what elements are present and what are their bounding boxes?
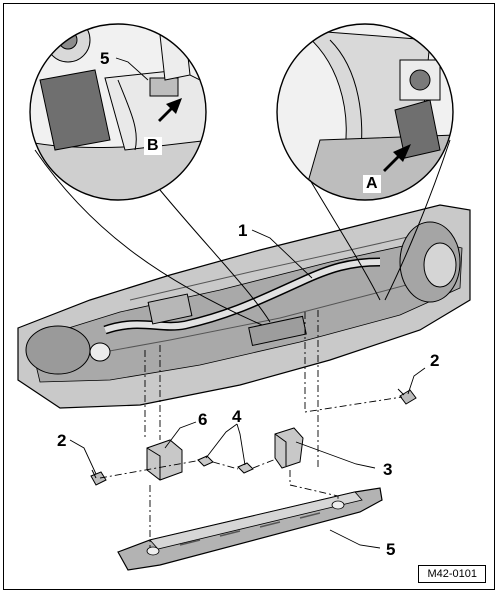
callout-6: 6 <box>198 410 208 429</box>
detail-label-b: B <box>144 137 162 155</box>
vehicle-underbody <box>17 204 471 409</box>
callout-2-left: 2 <box>57 431 67 450</box>
callout-5-top: 5 <box>100 49 110 68</box>
bolt-left <box>90 469 107 486</box>
assembly-lines <box>99 310 403 548</box>
underbody-panel <box>117 487 383 571</box>
callout-2-right: 2 <box>430 351 440 370</box>
detail-label-a: A <box>363 175 381 193</box>
callout-5-bottom: 5 <box>386 540 396 559</box>
detail-view-b <box>29 23 207 201</box>
bolt-right <box>397 388 417 405</box>
leader-lines <box>69 57 426 549</box>
figure-reference-code: M42-0101 <box>418 565 486 583</box>
callout-1: 1 <box>238 221 248 240</box>
detail-view-a <box>276 23 454 201</box>
callout-4: 4 <box>232 407 242 426</box>
bracket-6 <box>146 439 183 481</box>
figure-border <box>3 3 495 590</box>
callout-3: 3 <box>383 460 393 479</box>
detail-connector-lines <box>34 139 451 326</box>
bracket-3 <box>274 427 304 469</box>
